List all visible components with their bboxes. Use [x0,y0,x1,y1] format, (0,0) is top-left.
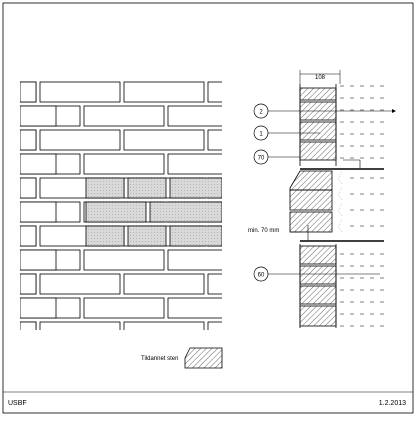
wall-tie-arc [338,219,343,233]
shaded-brick [169,177,222,199]
brick-end [20,249,57,271]
section-brick [299,265,337,285]
section-brick [299,245,337,265]
wall-tie-arc [338,203,343,217]
wall-section [253,70,396,328]
brick-end [20,177,37,199]
brick [207,129,222,151]
wall-tie-arc [338,187,343,201]
shaded-brick [85,177,125,199]
dimension-label: 108 [315,75,326,81]
section-brick [299,305,337,327]
brick-end [20,297,57,319]
brick [123,273,205,295]
callout-circle-60 [253,266,269,282]
brick [123,81,205,103]
brick-end [20,273,37,295]
brick [83,105,165,127]
sheet-border [2,2,414,414]
shaded-brick [127,177,167,199]
brick [83,249,165,271]
min-distance-label: min. 70 mm [248,228,279,234]
brick-end [20,129,37,151]
brick [207,81,222,103]
section-bricks [299,84,337,328]
brick [83,297,165,319]
section-brick [299,87,337,101]
brick [207,321,222,330]
callout-2-label: 2 [259,110,263,116]
brick-end [20,81,37,103]
legend-shaped-stone-swatch [184,347,223,369]
brick [83,153,165,175]
brick [123,321,205,330]
footer-date: 1.2.2013 [378,400,406,407]
shaded-brick [169,225,222,247]
section-brick [299,285,337,305]
brick [39,273,121,295]
insulation-lines [338,85,384,327]
brick [167,249,222,271]
brick-end [20,321,37,330]
brick [39,321,121,330]
shaded-brick [127,225,167,247]
legend-label: Tildannet sten [141,356,178,362]
brick [207,273,222,295]
brick [39,81,121,103]
callout-circle-1 [253,125,269,141]
section-brick [299,141,337,161]
corbel-brick-1 [289,189,333,211]
corbel-brick-2 [289,211,333,233]
wall-tie-arc [338,171,343,185]
brick [167,297,222,319]
callout-70-label: 70 [258,156,265,162]
callout-circle-70 [253,149,269,165]
callout-circle-2 [253,103,269,119]
brick-elevation [20,81,222,330]
section-brick [299,121,337,141]
shaded-brick [85,201,147,223]
brick-end [20,105,57,127]
shaded-brick-zone [85,177,222,247]
callout-1-label: 1 [259,132,263,138]
brick [167,153,222,175]
brick-end [20,201,57,223]
brick [123,129,205,151]
footer-left: USBF [8,400,27,407]
brick [39,129,121,151]
shaded-brick [149,201,222,223]
shaped-stone [289,170,333,191]
brick-end [20,153,57,175]
brick [167,105,222,127]
legend [184,347,223,369]
shaded-brick [85,225,125,247]
brick-end [20,225,37,247]
callout-60-label: 60 [258,273,265,279]
